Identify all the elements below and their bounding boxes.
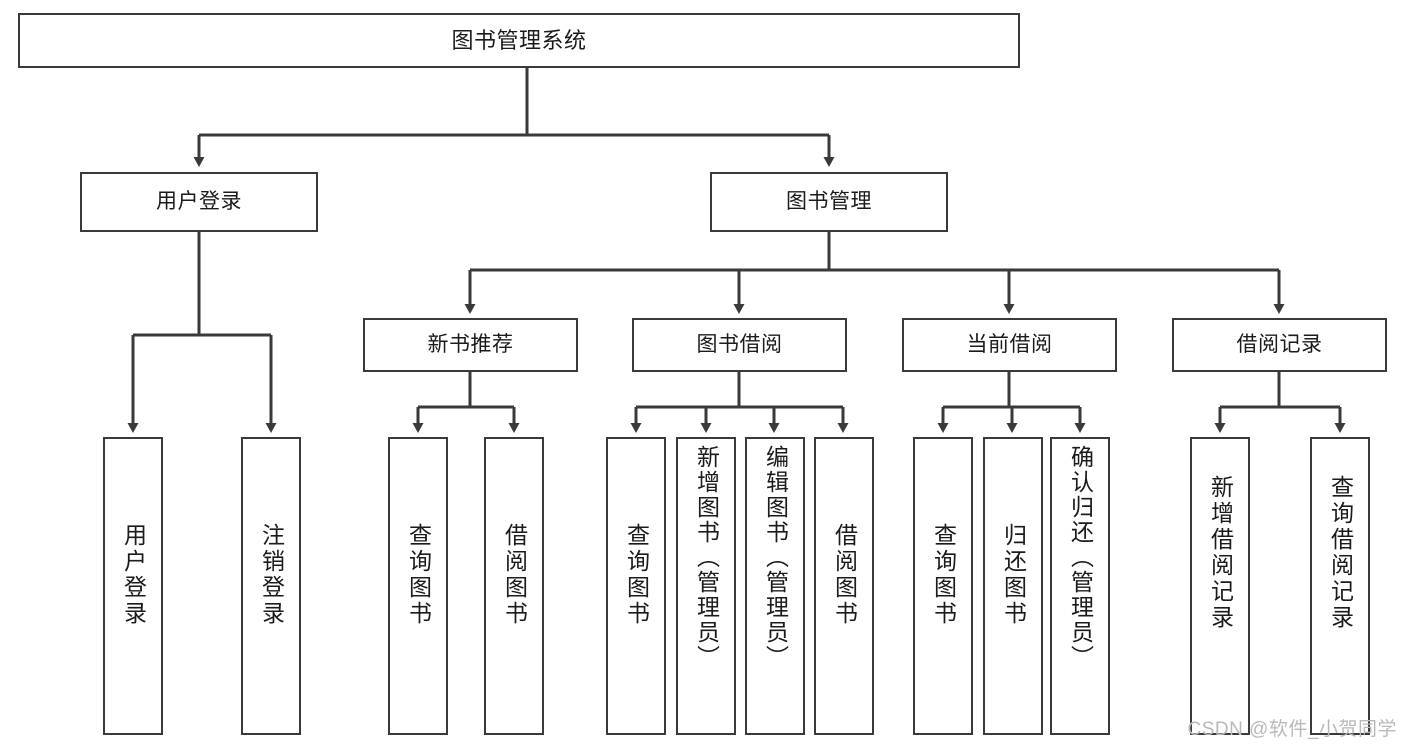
node-label: 查询图书 [930,523,957,627]
node-new-book-recommend[interactable]: 新书推荐 [363,318,578,372]
node-user-login[interactable]: 用户登录 [80,172,318,232]
node-label: 确认归还（管理员） [1067,445,1094,670]
node-label: 当前借阅 [966,332,1053,356]
node-label: 编辑图书（管理员） [762,445,789,670]
node-label: 查询图书 [405,523,432,627]
leaf-borrow-query-book[interactable]: 查询图书 [606,437,666,735]
leaf-borrow-add-book-admin[interactable]: 新增图书（管理员） [676,437,736,735]
node-label: 归还图书 [1000,523,1027,627]
leaf-current-confirm-return-admin[interactable]: 确认归还（管理员） [1050,437,1110,735]
leaf-current-return-book[interactable]: 归还图书 [983,437,1043,735]
node-label: 借阅图书 [501,523,528,627]
node-book-management[interactable]: 图书管理 [710,172,948,232]
leaf-user-login-logout[interactable]: 注销登录 [241,437,301,735]
leaf-recommend-query-book[interactable]: 查询图书 [388,437,448,735]
leaf-record-query-record[interactable]: 查询借阅记录 [1310,437,1370,735]
node-label: 查询图书 [623,523,650,627]
leaf-borrow-edit-book-admin[interactable]: 编辑图书（管理员） [745,437,805,735]
node-label: 用户登录 [120,523,147,627]
node-borrow-record[interactable]: 借阅记录 [1172,318,1387,372]
node-label: 图书管理 [786,189,872,213]
leaf-record-add-record[interactable]: 新增借阅记录 [1190,437,1250,735]
node-label: 新增借阅记录 [1207,475,1234,631]
node-label: 新书推荐 [427,332,514,356]
watermark-text: CSDN @软件_小贺同学 [1187,719,1397,740]
node-book-borrow[interactable]: 图书借阅 [632,318,847,372]
node-label: 借阅图书 [831,523,858,627]
node-label: 查询借阅记录 [1327,475,1354,631]
leaf-recommend-borrow-book[interactable]: 借阅图书 [484,437,544,735]
node-label: 用户登录 [156,189,242,213]
node-label: 图书借阅 [696,332,783,356]
leaf-borrow-borrow-book[interactable]: 借阅图书 [814,437,874,735]
node-label: 新增图书（管理员） [693,445,720,670]
node-label: 借阅记录 [1236,332,1323,356]
node-root-system[interactable]: 图书管理系统 [18,13,1020,68]
node-label: 注销登录 [258,523,285,627]
leaf-current-query-book[interactable]: 查询图书 [913,437,973,735]
leaf-user-login-login[interactable]: 用户登录 [103,437,163,735]
node-current-borrow[interactable]: 当前借阅 [902,318,1117,372]
node-label: 图书管理系统 [451,27,587,53]
